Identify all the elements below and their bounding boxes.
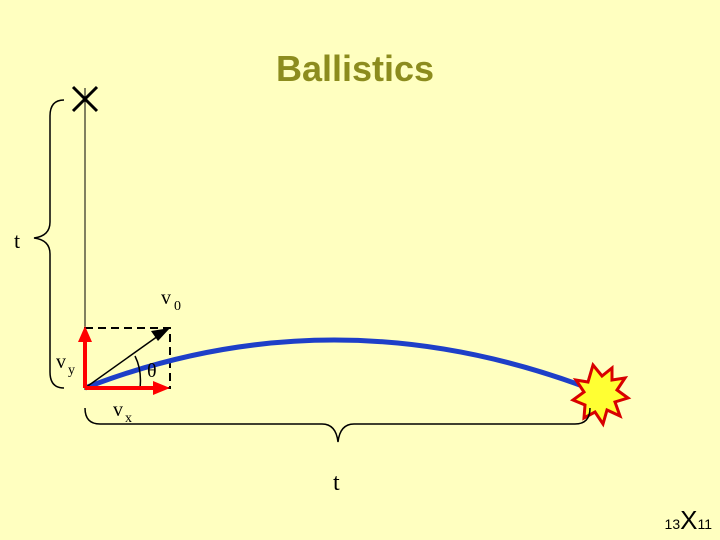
vy-label: v [56, 351, 66, 373]
trajectory-curve [84, 337, 589, 391]
horizontal-time-label: t [333, 470, 340, 496]
angle-arc [134, 355, 142, 389]
apex-marker-icon [71, 85, 99, 113]
initial-velocity-subscript: 0 [174, 299, 181, 314]
vy-subscript: y [68, 363, 75, 378]
initial-velocity-arrowhead-icon [151, 328, 170, 341]
vy-arrowhead-icon [78, 326, 92, 342]
vx-label: v [113, 399, 123, 421]
slide-number-separator: X [680, 505, 698, 535]
horizontal-time-brace [84, 407, 591, 443]
slide-number: 13X11 [665, 505, 712, 536]
vertical-time-label: t [14, 228, 20, 253]
initial-velocity-label: v [161, 287, 171, 309]
explosion-icon [569, 361, 632, 428]
vx-arrowhead-icon [153, 381, 170, 395]
slide-number-left: 13 [664, 516, 681, 532]
initial-velocity-vector [84, 335, 159, 389]
vx-subscript: x [125, 411, 132, 426]
slide-title: Ballistics [275, 48, 435, 89]
slide-number-right: 11 [697, 516, 712, 532]
vertical-time-brace [33, 99, 65, 389]
angle-label: θ [147, 360, 157, 382]
